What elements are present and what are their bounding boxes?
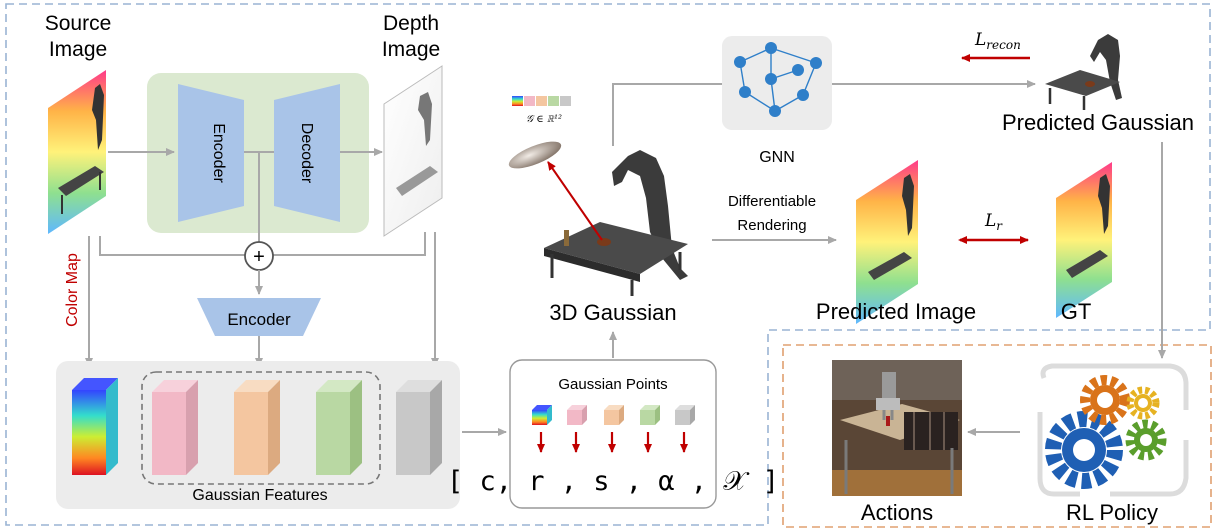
point-cube-pink [567,405,587,425]
source-image-label-line2: Image [49,38,107,61]
decoder-block [274,84,340,222]
outer-dashed-frame [5,3,1211,526]
depth-skip-line [272,232,426,256]
l-recon-label: Lrecon [974,30,1021,52]
gear-icon-orange [1080,375,1130,425]
3d-gaussian-label: 3D Gaussian [549,300,676,325]
predicted-image [856,160,918,324]
differentiable-rendering-label-line2: Rendering [737,217,806,234]
actions-scene [832,360,962,496]
gaussian-features-label: Gaussian Features [192,487,327,504]
point-cube-green [640,405,660,425]
rl-policy-label: RL Policy [1066,500,1158,525]
l-r-label: Lr [984,211,1003,233]
plus-symbol: + [253,246,265,268]
gear-icon-yellow [1126,386,1160,420]
predicted-gaussian-label: Predicted Gaussian [1002,110,1194,135]
gnn-nodes [734,42,822,117]
bottom-encoder-label: Encoder [227,310,291,329]
actions-label: Actions [861,500,933,525]
encoder-block [178,84,244,222]
source-skip-line [99,236,246,256]
predicted-image-label: Predicted Image [816,299,976,324]
predicted-gaussian-robot [1045,34,1122,110]
color-map-label: Color Map [64,253,81,327]
bottom-encoder-block [197,298,321,336]
point-cube-gray [675,405,695,425]
encoder-label: Encoder [210,123,227,183]
feature-block-green [316,380,362,475]
differentiable-rendering-label-line1: Differentiable [728,193,816,210]
feature-block-pink [152,380,198,475]
feature-block-orange [234,380,280,475]
rl-dashed-frame [782,344,1212,528]
3d-gaussian-robot-scene [544,150,688,296]
point-cube-colormap [532,405,552,425]
gt-label: GT [1061,299,1092,324]
rl-cycle-arrows [1037,363,1189,497]
gaussian-points-label: Gaussian Points [558,376,667,393]
gnn-label: GNN [759,149,795,166]
gaussian-to-gnn-line [612,83,722,146]
depth-image [383,65,443,237]
gaussian-ellipsoid [508,141,562,169]
gaussian-color-swatch [512,96,571,106]
gaussian-features-group [141,371,381,485]
ground-truth-image [1056,162,1112,318]
point-down-arrows [537,432,688,453]
gear-icon-green [1125,419,1167,461]
gear-icon-blue [1045,411,1123,489]
point-cube-orange [604,405,624,425]
source-image-label-line1: Source [45,12,112,35]
feature-block-gray [396,380,442,475]
gaussian-parameter-tuple: [ c, r , s , α , 𝒳 ] [447,466,779,497]
gaussian-pointer-arrow [547,161,603,241]
source-image [48,70,106,234]
gaussian-formula: 𝒢 ∈ ℝ¹² [526,114,562,125]
depth-image-label-line1: Depth [383,12,439,35]
decoder-label: Decoder [298,123,315,184]
feature-block-colormap [72,378,118,475]
depth-image-label-line2: Image [382,38,440,61]
